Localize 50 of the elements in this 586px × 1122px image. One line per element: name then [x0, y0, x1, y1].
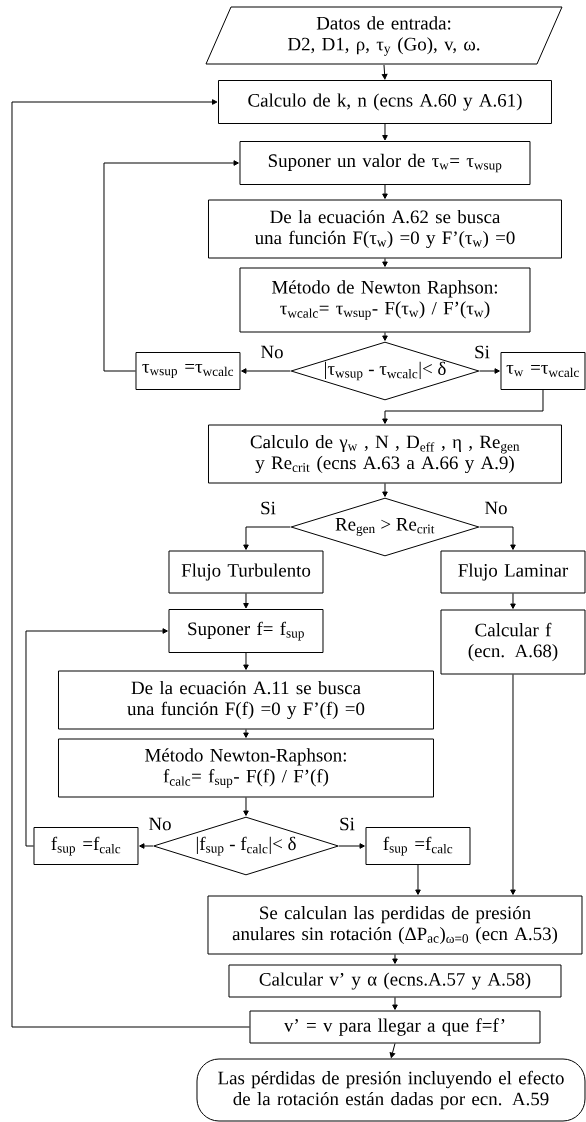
arrow	[241, 368, 291, 374]
arrow	[243, 797, 249, 816]
process-box: τ$_{w}$ =τ$_{wcalc}$	[500, 352, 586, 390]
edge-label: Si	[259, 500, 277, 516]
arrow	[25, 628, 168, 847]
process-box: f$_{sup}$ =f$_{calc}$	[365, 827, 471, 865]
process-box: v’ = v para llegar a que f=f’	[249, 1010, 541, 1044]
arrow	[243, 593, 249, 609]
input-parallelogram: Datos de entrada: D2, D1, ρ, τ$_{y}$ (Go), v, ω.	[205, 6, 563, 65]
arrow	[382, 389, 544, 424]
arrow	[392, 954, 398, 964]
arrow	[382, 483, 388, 497]
process-box: τ$_{wsup}$ =τ$_{wcalc}$	[135, 352, 241, 390]
process-box: Método Newton-Raphson: f$_{calc}$= f$_{sup}$- F(f) / F’(f)	[58, 738, 434, 798]
process-box: Suponer un valor de τ$_{w}$= τ$_{wsup}$	[239, 141, 531, 185]
terminal-box: Las pérdidas de presión incluyendo el efecto de la rotación están dadas por ecn. A.59	[196, 1058, 586, 1122]
process-box: Calcular f (ecn. A.68)	[440, 609, 586, 675]
process-box: Se calculan las perdidas de presión anulares sin rotación (ΔP$_{ac}$)$_{ω=0}$ (ecn A.53)	[207, 895, 583, 955]
process-box: Método de Newton Raphson: τ$_{wcalc}$= τ$_{wsup}$- F(τ$_{w}$) / F’(τ$_{w}$)	[239, 267, 531, 333]
process-box: De la ecuación A.62 se busca una función F(τ$_{w}$) =0 y F’(τ$_{w}$) =0	[208, 199, 562, 259]
arrow	[338, 843, 365, 849]
process-box: Calculo de k, n (ecns A.60 y A.61)	[218, 80, 552, 124]
arrow	[243, 652, 249, 670]
arrow	[103, 160, 239, 372]
process-box: Flujo Laminar	[440, 550, 586, 594]
edge-label: No	[259, 344, 285, 360]
arrow	[139, 843, 154, 849]
arrow	[510, 593, 516, 609]
arrow	[243, 526, 291, 550]
process-box: De la ecuación A.11 se busca una función F(f) =0 y F’(f) =0	[58, 670, 434, 730]
arrow	[381, 64, 388, 80]
arrow	[510, 674, 516, 895]
arrow	[382, 258, 388, 267]
process-box: Flujo Turbulento	[168, 550, 324, 594]
process-box: Suponer f= f$_{sup}$	[168, 609, 324, 653]
arrow	[479, 526, 516, 550]
arrow	[382, 123, 388, 141]
arrow	[382, 332, 388, 341]
arrow	[392, 997, 398, 1010]
arrow	[243, 729, 249, 738]
process-box: f$_{sup}$ =f$_{calc}$	[33, 827, 139, 865]
process-box: Calculo de γ$_{w}$ , N , D$_{eff}$ , η , Re$_{gen}$ y Re$_{crit}$ (ecns A.63 a A.66 y A.9)	[208, 424, 562, 484]
arrow	[415, 864, 421, 895]
edge-label: No	[483, 500, 509, 516]
arrow	[389, 1043, 396, 1058]
arrow	[382, 184, 388, 199]
arrow	[479, 368, 500, 374]
edge-label: Si	[338, 816, 356, 832]
arrow	[11, 99, 250, 1028]
process-box: Calcular v’ y α (ecns.A.57 y A.58)	[228, 964, 562, 998]
